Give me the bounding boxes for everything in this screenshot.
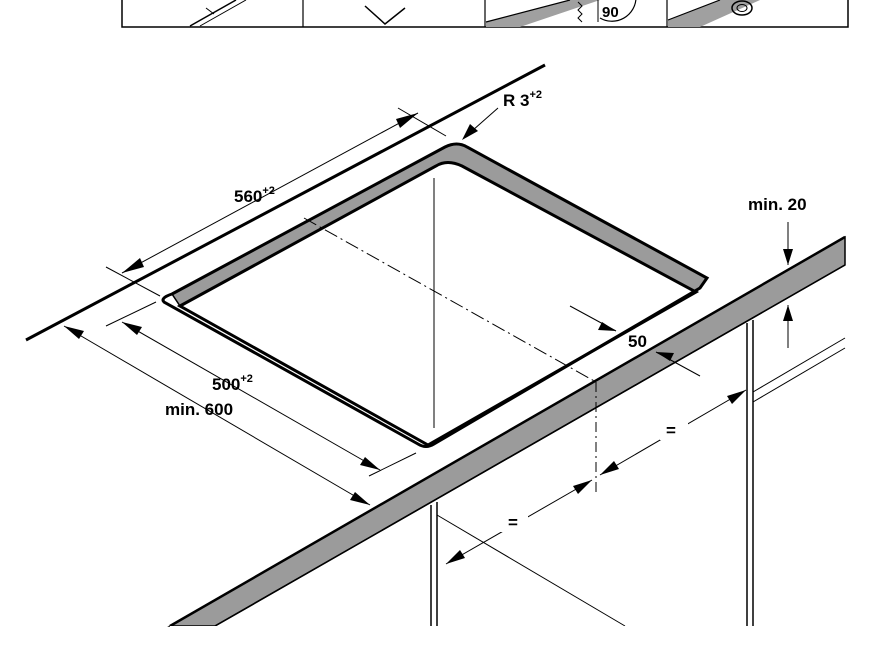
dimension-width	[105, 107, 447, 297]
angle-arc	[599, 0, 637, 22]
dimension-depth	[105, 301, 417, 477]
detail-cell-3: 90	[485, 0, 637, 27]
worktop-back-edge	[25, 63, 546, 342]
dimension-min-thickness	[783, 222, 793, 348]
detail-cell-1	[189, 0, 247, 27]
cutout-inner	[176, 161, 700, 447]
edge-offset-label: 50	[628, 332, 647, 351]
saw-blade-icon	[577, 1, 583, 23]
dimension-min-depth	[63, 325, 371, 506]
drill-hole-icon	[731, 0, 753, 16]
center-line	[303, 217, 597, 383]
depth-label: 500+2	[212, 373, 253, 394]
detail-cell-2	[364, 5, 406, 25]
min-depth-label: min. 600	[165, 400, 233, 419]
min-thickness-label: min. 20	[748, 195, 807, 214]
dimension-radius	[462, 107, 499, 140]
cutout-rim	[170, 143, 709, 307]
cabinet-panels	[170, 320, 877, 634]
detail-strip: 90	[121, 0, 849, 28]
equal-right-label: =	[666, 421, 676, 440]
radius-label: R 3+2	[503, 89, 542, 110]
dimension-edge-offset	[569, 305, 701, 377]
dimension-equal-spacing	[445, 389, 747, 565]
equal-left-label: =	[508, 513, 518, 532]
width-label: 560+2	[234, 185, 275, 206]
detail-cell-4	[667, 0, 760, 27]
angle-label: 90	[602, 4, 619, 21]
